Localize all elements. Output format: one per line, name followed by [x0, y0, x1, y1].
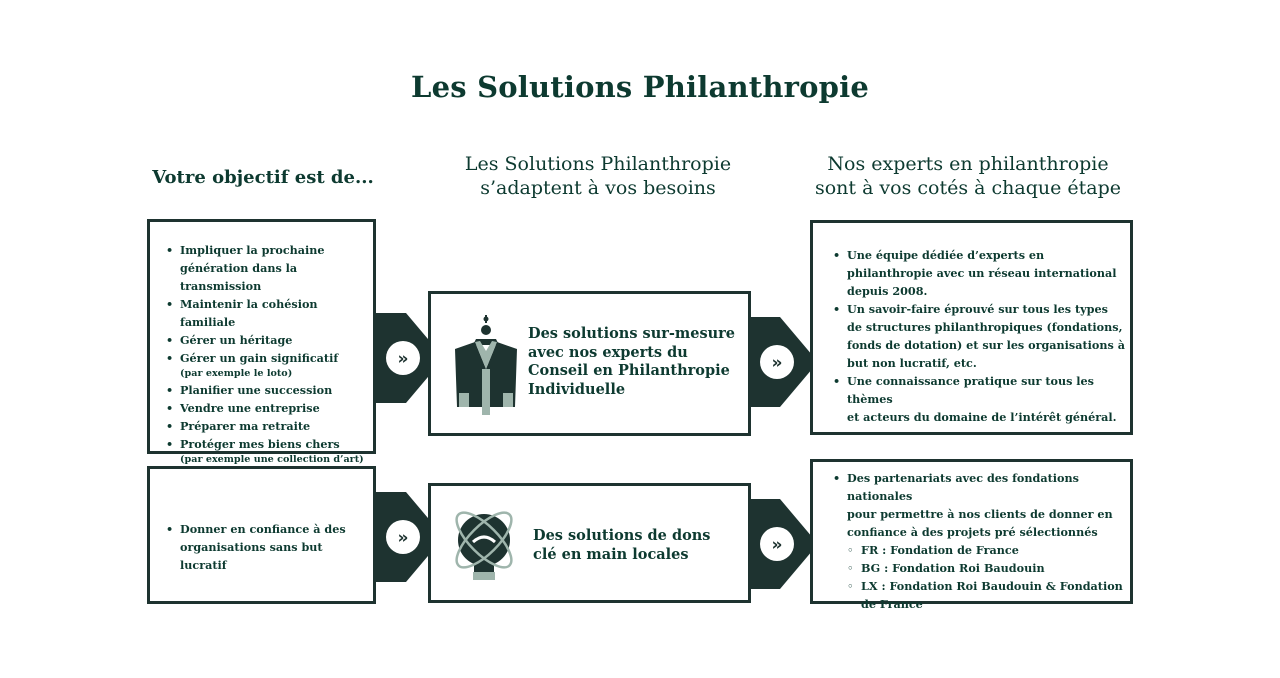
expert-item: Une équipe dédiée d’experts en philanthr…: [833, 246, 1130, 300]
objective-text: Préparer ma retraite: [180, 419, 311, 433]
objective-text: Donner en confiance à des: [180, 522, 346, 536]
partner-text: pour permettre à nos clients de donner e…: [847, 507, 1113, 521]
objective-text: Maintenir la cohésion familiale: [180, 297, 318, 329]
objective-item: Gérer un gain significatif (par exemple …: [166, 349, 373, 381]
objective-text: organisations sans but lucratif: [180, 540, 323, 572]
right-heading-line2: sont à vos cotés à chaque étape: [814, 177, 1122, 199]
middle-column-heading: Les Solutions Philanthropie s’adaptent à…: [428, 152, 768, 200]
objective-item: Préparer ma retraite: [166, 417, 373, 435]
objective-item: Planifier une succession: [166, 381, 373, 399]
objective-text: génération dans la transmission: [180, 261, 298, 293]
chevron-arrow-icon: »: [374, 313, 444, 403]
page-title: Les Solutions Philanthropie: [411, 70, 869, 104]
objective-text: Vendre une entreprise: [180, 401, 320, 415]
right-column-heading: Nos experts en philanthropie sont à vos …: [800, 152, 1136, 200]
objective-item: Gérer un héritage: [166, 331, 373, 349]
objective-note: (par exemple le loto): [180, 368, 293, 379]
expert-text: but non lucratif, etc.: [847, 356, 977, 370]
objective-text: Planifier une succession: [180, 383, 333, 397]
objective-note: (par exemple une collection d’art): [180, 454, 364, 465]
objective-item: Impliquer la prochaine génération dans l…: [166, 241, 373, 295]
solution-line: Des solutions sur-mesure: [528, 325, 736, 342]
experts-list: Une équipe dédiée d’experts en philanthr…: [813, 246, 1130, 426]
svg-text:»: »: [772, 535, 783, 555]
chevron-arrow-icon: »: [748, 499, 818, 589]
solution-line: Individuelle: [528, 380, 626, 398]
objective-text: Impliquer la prochaine: [180, 243, 325, 257]
expert-text: fonds de dotation) et sur les organisati…: [847, 338, 1125, 352]
solution-line: clé en main locales: [533, 545, 689, 563]
foundation-text: LX : Fondation Roi Baudouin & Fondation: [861, 579, 1123, 593]
expert-text: Une équipe dédiée d’experts en: [847, 248, 1045, 262]
middle-heading-line2: s’adaptent à vos besoins: [480, 177, 716, 199]
solution-text-row1: Des solutions sur-mesure avec nos expert…: [528, 325, 743, 399]
objectives-box-row2: Donner en confiance à des organisations …: [147, 466, 376, 604]
expert-item: Une connaissance pratique sur tous les t…: [833, 372, 1130, 426]
solution-line: Conseil en Philanthropie: [528, 362, 730, 379]
objective-item: Protéger mes biens chers (par exemple un…: [166, 435, 373, 467]
objectives-box-row1: Impliquer la prochaine génération dans l…: [147, 219, 376, 465]
foundation-item: BG : Fondation Roi Baudouin: [847, 559, 1130, 577]
chevron-arrow-icon: »: [374, 492, 444, 582]
foundation-item: FR : Fondation de France: [847, 541, 1130, 559]
foundation-text: BG : Fondation Roi Baudouin: [861, 561, 1045, 575]
solution-box-row1: Des solutions sur-mesure avec nos expert…: [428, 291, 751, 436]
objective-text: Protéger mes biens chers: [180, 437, 340, 451]
objective-item: Maintenir la cohésion familiale: [166, 295, 373, 331]
expert-text: philanthropie avec un réseau internation…: [847, 266, 1117, 280]
svg-text:»: »: [772, 353, 783, 373]
solution-box-row2: Des solutions de dons clé en main locale…: [428, 483, 751, 603]
objective-text: Gérer un gain significatif: [180, 351, 339, 365]
objectives-list: Impliquer la prochaine génération dans l…: [150, 241, 373, 467]
objective-item: Vendre une entreprise: [166, 399, 373, 417]
solution-line: avec nos experts du: [528, 343, 688, 361]
objective-item: Donner en confiance à des organisations …: [166, 520, 373, 574]
chevron-arrow-icon: »: [748, 317, 818, 407]
foundation-item: LX : Fondation Roi Baudouin & Fondation …: [847, 577, 1130, 613]
expert-text: de structures philanthropiques (fondatio…: [847, 320, 1123, 334]
right-heading-line1: Nos experts en philanthropie: [827, 153, 1109, 175]
svg-text:»: »: [398, 349, 409, 369]
foundation-text: FR : Fondation de France: [861, 543, 1019, 557]
expert-text: depuis 2008.: [847, 284, 928, 298]
partners-list: Des partenariats avec des fondations nat…: [813, 469, 1130, 613]
expert-text: Une connaissance pratique sur tous les t…: [847, 374, 1094, 406]
partner-text: Des partenariats avec des fondations nat…: [847, 471, 1079, 503]
foundation-text: de France: [861, 597, 923, 611]
left-heading-text: Votre objectif est de...: [152, 167, 374, 188]
expert-text: et acteurs du domaine de l’intérêt génér…: [847, 410, 1117, 424]
experts-box-row1: Une équipe dédiée d’experts en philanthr…: [810, 220, 1133, 435]
expert-item: Un savoir-faire éprouvé sur tous les typ…: [833, 300, 1130, 372]
partner-text: confiance à des projets pré sélectionnés: [847, 525, 1098, 539]
objective-text: Gérer un héritage: [180, 333, 293, 347]
objectives-list: Donner en confiance à des organisations …: [150, 520, 373, 574]
solution-line: Des solutions de dons: [533, 527, 711, 544]
middle-heading-line1: Les Solutions Philanthropie: [464, 153, 732, 175]
expert-text: Un savoir-faire éprouvé sur tous les typ…: [847, 302, 1108, 316]
partner-sublist: FR : Fondation de France BG : Fondation …: [847, 541, 1130, 613]
left-column-heading: Votre objectif est de...: [148, 166, 378, 190]
partners-box-row2: Des partenariats avec des fondations nat…: [810, 459, 1133, 611]
advisor-jacket-icon: [455, 315, 517, 415]
lightbulb-atom-icon: [455, 511, 513, 580]
svg-text:»: »: [398, 528, 409, 548]
solution-text-row2: Des solutions de dons clé en main locale…: [533, 527, 743, 564]
partner-item: Des partenariats avec des fondations nat…: [833, 469, 1130, 613]
